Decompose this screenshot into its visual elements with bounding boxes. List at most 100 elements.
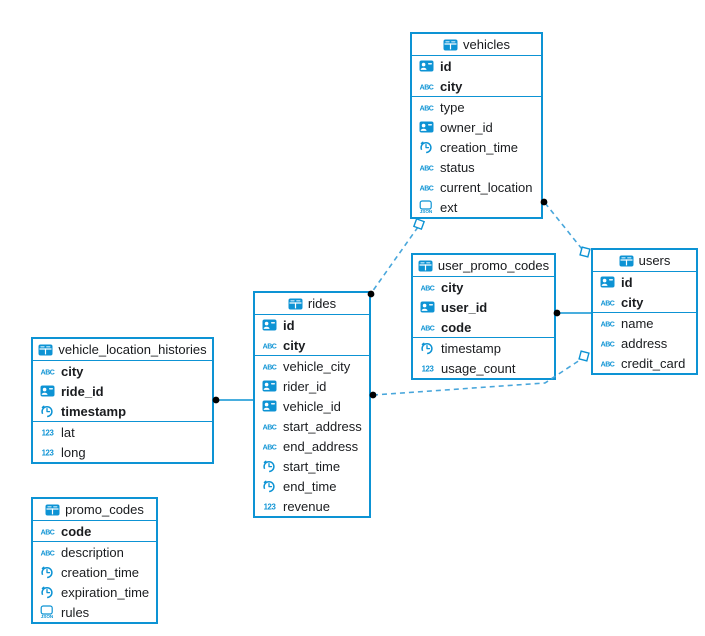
column-label: usage_count bbox=[441, 360, 516, 376]
table-header[interactable]: promo_codes bbox=[33, 499, 156, 521]
column-row-description[interactable]: ABC description bbox=[33, 542, 156, 562]
column-label: description bbox=[61, 544, 124, 560]
column-row-expiration_time[interactable]: expiration_time bbox=[33, 582, 156, 602]
table-name-label: promo_codes bbox=[65, 502, 144, 517]
clock-icon bbox=[417, 140, 435, 154]
svg-text:123: 123 bbox=[41, 429, 54, 438]
person-card-icon bbox=[598, 276, 616, 288]
column-label: long bbox=[61, 444, 86, 460]
abc-icon: ABC bbox=[417, 102, 435, 112]
table-name-label: users bbox=[638, 253, 671, 268]
clock-icon bbox=[38, 585, 56, 599]
abc-icon: ABC bbox=[598, 297, 616, 307]
svg-text:ABC: ABC bbox=[600, 341, 614, 348]
table-header[interactable]: vehicles bbox=[412, 34, 541, 56]
person-card-icon bbox=[38, 385, 56, 397]
abc-icon: ABC bbox=[260, 441, 278, 451]
column-row-user_id[interactable]: user_id bbox=[413, 297, 554, 317]
svg-text:JSON: JSON bbox=[420, 209, 433, 214]
table-header[interactable]: users bbox=[593, 250, 696, 272]
column-row-timestamp[interactable]: timestamp bbox=[413, 338, 554, 358]
column-row-owner_id[interactable]: owner_id bbox=[412, 117, 541, 137]
column-label: expiration_time bbox=[61, 584, 150, 600]
abc-icon: ABC bbox=[260, 421, 278, 431]
svg-text:ABC: ABC bbox=[419, 105, 433, 112]
column-row-id[interactable]: id bbox=[255, 315, 369, 335]
abc-icon: ABC bbox=[598, 358, 616, 368]
many-end-square-marker bbox=[579, 246, 591, 258]
table-header[interactable]: rides bbox=[255, 293, 369, 315]
table-header[interactable]: vehicle_location_histories bbox=[33, 339, 212, 361]
column-row-current_location[interactable]: ABC current_location bbox=[412, 177, 541, 197]
column-label: city bbox=[621, 294, 644, 310]
table-name-label: user_promo_codes bbox=[437, 258, 550, 273]
abc-icon: ABC bbox=[38, 526, 56, 536]
json-icon: JSON bbox=[38, 605, 56, 619]
column-row-creation_time[interactable]: creation_time bbox=[412, 137, 541, 157]
clock-icon bbox=[38, 404, 56, 418]
svg-text:ABC: ABC bbox=[262, 444, 276, 451]
abc-icon: ABC bbox=[417, 162, 435, 172]
svg-text:ABC: ABC bbox=[40, 550, 54, 557]
column-label: lat bbox=[61, 424, 75, 440]
column-row-lat[interactable]: 123 lat bbox=[33, 422, 212, 442]
column-row-creation_time[interactable]: creation_time bbox=[33, 562, 156, 582]
column-label: rider_id bbox=[283, 378, 327, 394]
column-label: creation_time bbox=[61, 564, 140, 580]
column-row-start_time[interactable]: start_time bbox=[255, 456, 369, 476]
column-row-rules[interactable]: JSON rules bbox=[33, 602, 156, 622]
column-row-timestamp[interactable]: timestamp bbox=[33, 401, 212, 421]
columns-section: ABC description creation_time expiration_ti… bbox=[33, 541, 156, 622]
svg-text:ABC: ABC bbox=[419, 185, 433, 192]
clock-icon bbox=[38, 565, 56, 579]
column-row-id[interactable]: id bbox=[593, 272, 696, 292]
column-label: end_time bbox=[283, 478, 337, 494]
many-end-square-marker bbox=[412, 217, 426, 231]
column-label: rules bbox=[61, 604, 90, 620]
person-card-icon bbox=[418, 301, 436, 313]
column-row-end_time[interactable]: end_time bbox=[255, 476, 369, 496]
column-row-vehicle_id[interactable]: vehicle_id bbox=[255, 396, 369, 416]
column-row-ride_id[interactable]: ride_id bbox=[33, 381, 212, 401]
json-icon: JSON bbox=[417, 200, 435, 214]
column-row-id[interactable]: id bbox=[412, 56, 541, 76]
table-header[interactable]: user_promo_codes bbox=[413, 255, 554, 277]
column-row-rider_id[interactable]: rider_id bbox=[255, 376, 369, 396]
column-row-city[interactable]: ABC city bbox=[593, 292, 696, 312]
abc-icon: ABC bbox=[417, 81, 435, 91]
column-label: current_location bbox=[440, 179, 533, 195]
